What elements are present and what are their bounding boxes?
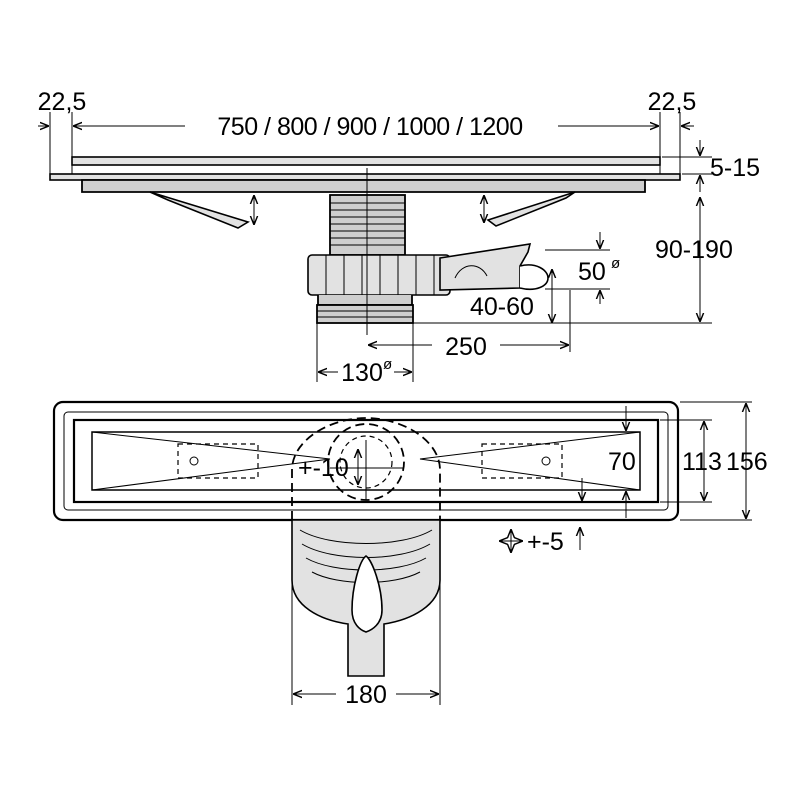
channel-body <box>81 179 646 193</box>
right-bracket <box>481 443 563 479</box>
trap-base <box>317 295 413 306</box>
height-adjust-label: +-10 <box>298 454 349 482</box>
lateral-adjust-note: +-5 <box>500 528 580 556</box>
total-height-label: 90-190 <box>655 236 733 264</box>
lip-height-dimension: 5-15 <box>662 140 760 192</box>
outlet-diameter-symbol: ø <box>611 255 620 272</box>
outlet-width-dimension: 180 <box>291 580 441 709</box>
outlet-opening <box>519 264 549 291</box>
channel-width-label: 113 <box>682 448 722 476</box>
outlet-distance-dimension: 250 <box>369 290 571 361</box>
outlet-body-hidden <box>291 417 441 520</box>
body-diameter-dimension: 130 ø <box>316 323 414 387</box>
outlet-diameter-label: 50 <box>578 258 606 286</box>
length-dimension: 750 / 800 / 900 / 1000 / 1200 22,5 22,5 <box>38 88 697 174</box>
channel-width-dimension: 113 <box>660 419 722 503</box>
outlet-height-label: 40-60 <box>470 293 534 321</box>
lateral-adjust-label: +-5 <box>527 528 564 556</box>
lip-height-label: 5-15 <box>710 154 760 182</box>
bottom-spigot <box>316 304 414 324</box>
inner-width-label: 70 <box>608 448 636 476</box>
left-bracket <box>177 443 259 479</box>
frame-width-dimension: 156 <box>680 401 768 521</box>
right-support-foot <box>486 191 576 227</box>
inner-width-dimension: 70 <box>582 406 636 518</box>
body-diameter-label: 130 <box>341 359 383 387</box>
body-diameter-symbol: ø <box>383 356 392 373</box>
outlet-pipe <box>439 243 532 291</box>
outlet-distance-label: 250 <box>445 333 487 361</box>
inner-frame <box>63 411 669 511</box>
channel <box>72 418 660 504</box>
plan-view: +-10 70 113 156 +-5 <box>52 400 768 709</box>
left-support-foot <box>149 191 250 229</box>
outlet-diameter-dimension: 50 ø <box>545 232 620 304</box>
side-view: 750 / 800 / 900 / 1000 / 1200 22,5 22,5 … <box>38 88 760 387</box>
right-overhang-label: 22,5 <box>648 88 697 116</box>
trap-housing <box>307 254 451 296</box>
cover-plate <box>71 156 661 166</box>
outlet-spout <box>351 555 383 633</box>
left-overhang-label: 22,5 <box>38 88 87 116</box>
frame-width-label: 156 <box>726 448 768 476</box>
outlet-height-dimension: 40-60 <box>470 270 552 322</box>
length-label: 750 / 800 / 900 / 1000 / 1200 <box>217 113 522 141</box>
move-arrows-icon <box>500 530 522 552</box>
outlet-width-label: 180 <box>345 681 387 709</box>
total-height-dimension: 90-190 <box>413 198 733 324</box>
